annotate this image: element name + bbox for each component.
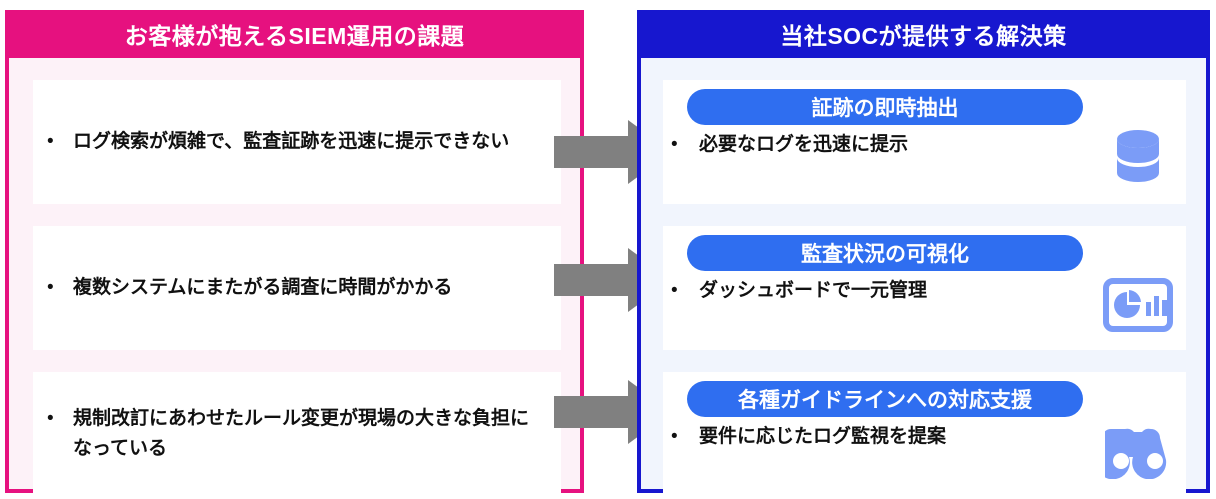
solution-text: 必要なログを迅速に提示	[699, 134, 909, 155]
bullet-point-icon: •	[47, 131, 54, 152]
solution-pill: 監査状況の可視化	[687, 235, 1083, 271]
problem-card: • ログ検索が煩雑で、監査証跡を迅速に提示できない	[33, 80, 561, 204]
problem-panel: お客様が抱えるSIEM運用の課題 • ログ検索が煩雑で、監査証跡を迅速に提示でき…	[5, 10, 584, 496]
bullet-point-icon: •	[671, 134, 678, 155]
bullet-row: • ダッシュボードで一元管理	[671, 276, 1091, 306]
problem-text: ログ検索が煩雑で、監査証跡を迅速に提示できない	[73, 131, 510, 152]
bullet-row: • 要件に応じたログ監視を提案	[671, 422, 1091, 452]
solution-card: 証跡の即時抽出 • 必要なログを迅速に提示	[663, 80, 1186, 204]
problem-text: 複数システムにまたがる調査に時間がかかる	[73, 277, 453, 298]
solution-text: 要件に応じたログ監視を提案	[699, 426, 947, 447]
bullet-point-icon: •	[47, 408, 54, 429]
solution-card: 各種ガイドラインへの対応支援 • 要件に応じたログ監視を提案	[663, 372, 1186, 496]
solution-panel: 当社SOCが提供する解決策 証跡の即時抽出 • 必要なログを迅速に提示	[637, 10, 1210, 496]
bullet-point-icon: •	[671, 426, 678, 447]
bullet-row: • 必要なログを迅速に提示	[671, 130, 1091, 160]
solution-text: ダッシュボードで一元管理	[699, 280, 928, 301]
dashboard-chart-icon	[1100, 270, 1176, 340]
solution-panel-header: 当社SOCが提供する解決策	[637, 10, 1210, 58]
bullet-row: • ログ検索が煩雑で、監査証跡を迅速に提示できない	[33, 127, 561, 157]
bullet-point-icon: •	[47, 277, 54, 298]
bullet-row: • 複数システムにまたがる調査に時間がかかる	[33, 273, 561, 303]
database-icon	[1100, 124, 1176, 194]
bullet-row: • 規制改訂にあわせたルール変更が現場の大きな負担になっている	[33, 404, 561, 464]
solution-pill: 証跡の即時抽出	[687, 89, 1083, 125]
problem-card: • 複数システムにまたがる調査に時間がかかる	[33, 226, 561, 350]
binoculars-icon	[1100, 416, 1176, 486]
problem-card: • 規制改訂にあわせたルール変更が現場の大きな負担になっている	[33, 372, 561, 496]
solution-panel-body: 証跡の即時抽出 • 必要なログを迅速に提示 監査状況の可視化 •	[641, 58, 1206, 496]
problem-panel-header: お客様が抱えるSIEM運用の課題	[5, 10, 584, 58]
bullet-point-icon: •	[671, 280, 678, 301]
problem-text: 規制改訂にあわせたルール変更が現場の大きな負担になっている	[73, 408, 530, 459]
problem-panel-body: • ログ検索が煩雑で、監査証跡を迅速に提示できない • 複数システムにまたがる調…	[9, 58, 580, 496]
solution-pill: 各種ガイドラインへの対応支援	[687, 381, 1083, 417]
solution-card: 監査状況の可視化 • ダッシュボードで一元管理	[663, 226, 1186, 350]
